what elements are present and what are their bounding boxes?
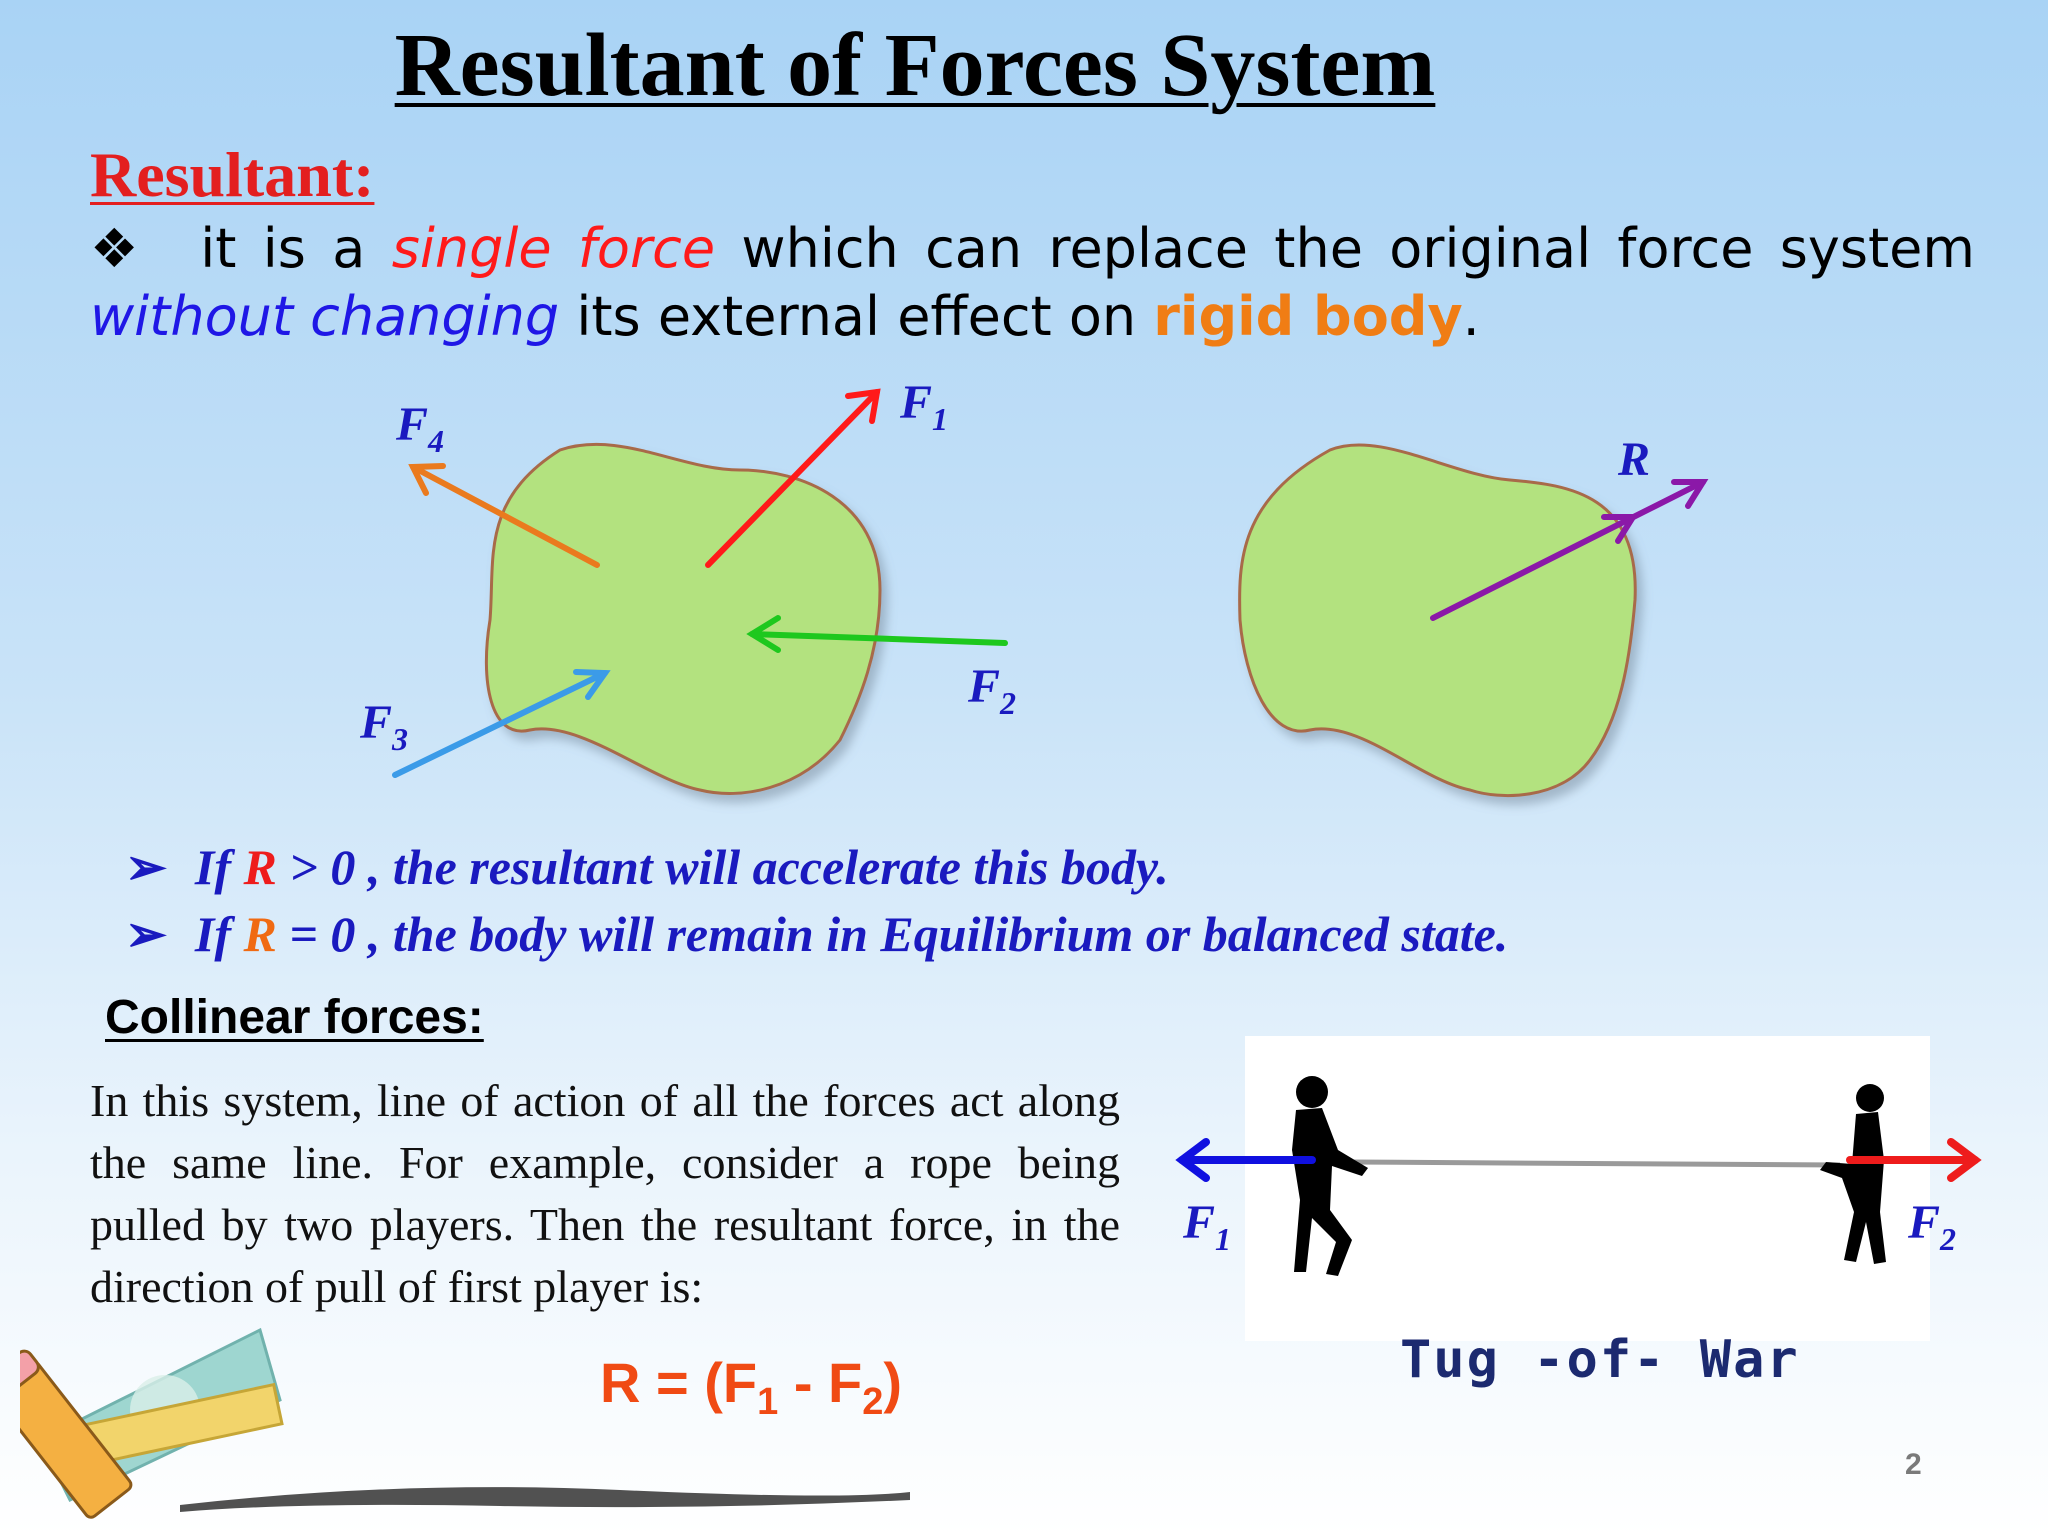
condition-equilibrium: ➢If R = 0 , the body will remain in Equi… <box>125 906 1509 962</box>
rigid-body-left <box>484 442 882 795</box>
arrow-bullet-icon: ➢ <box>125 839 167 895</box>
resultant-definition: ❖ it is a single force which can replace… <box>90 217 1975 348</box>
collinear-heading: Collinear forces: <box>105 991 484 1044</box>
tug-of-war-caption: Tug -of- War <box>1400 1330 1800 1390</box>
r-label: R <box>1617 433 1650 486</box>
tug-of-war-illustration: F1 F2 <box>1175 1076 1982 1276</box>
arrow-bullet-icon: ➢ <box>125 906 167 962</box>
f3-label: F3 <box>359 696 408 757</box>
without-changing-emphasis: without changing <box>90 285 560 348</box>
tug-f2-arrow <box>1846 1138 1982 1182</box>
force-f3-arrow <box>392 669 611 778</box>
force-f1-arrow <box>705 388 881 568</box>
condition-accelerate: ➢If R > 0 , the resultant will accelerat… <box>125 839 1169 895</box>
rigid-body-emphasis: rigid body <box>1153 285 1463 348</box>
pencil-icon <box>20 1349 133 1519</box>
player-left-silhouette <box>1292 1076 1368 1276</box>
page-number: 2 <box>1905 1448 1922 1481</box>
player-right-silhouette <box>1820 1084 1886 1264</box>
force-f4-arrow <box>408 463 600 568</box>
collinear-description: In this system, line of action of all th… <box>90 1075 1120 1312</box>
f1-label: F1 <box>899 376 948 437</box>
tug-of-war-panel <box>1245 1036 1930 1341</box>
rigid-body-right <box>1238 443 1637 798</box>
brush-stroke <box>180 1487 910 1512</box>
single-force-emphasis: single force <box>391 217 716 280</box>
bullet-diamond-icon: ❖ <box>90 217 148 280</box>
f4-label: F4 <box>395 398 444 459</box>
slide-title: Resultant of Forces System <box>394 16 1436 115</box>
resultant-formula: R = (F1 - F2) <box>600 1351 903 1424</box>
resultant-r-arrow <box>1430 479 1709 621</box>
tug-f1-label: F1 <box>1182 1196 1231 1257</box>
tug-f1-arrow <box>1175 1138 1316 1182</box>
tug-f2-label: F2 <box>1907 1196 1956 1257</box>
force-f2-arrow <box>746 615 1008 653</box>
stationery-decoration <box>20 1327 910 1519</box>
resultant-heading: Resultant: <box>90 139 375 210</box>
force-diagram: F1 F2 F3 F4 R <box>359 376 1709 798</box>
f2-label: F2 <box>967 660 1016 721</box>
rope <box>1349 1159 1841 1168</box>
